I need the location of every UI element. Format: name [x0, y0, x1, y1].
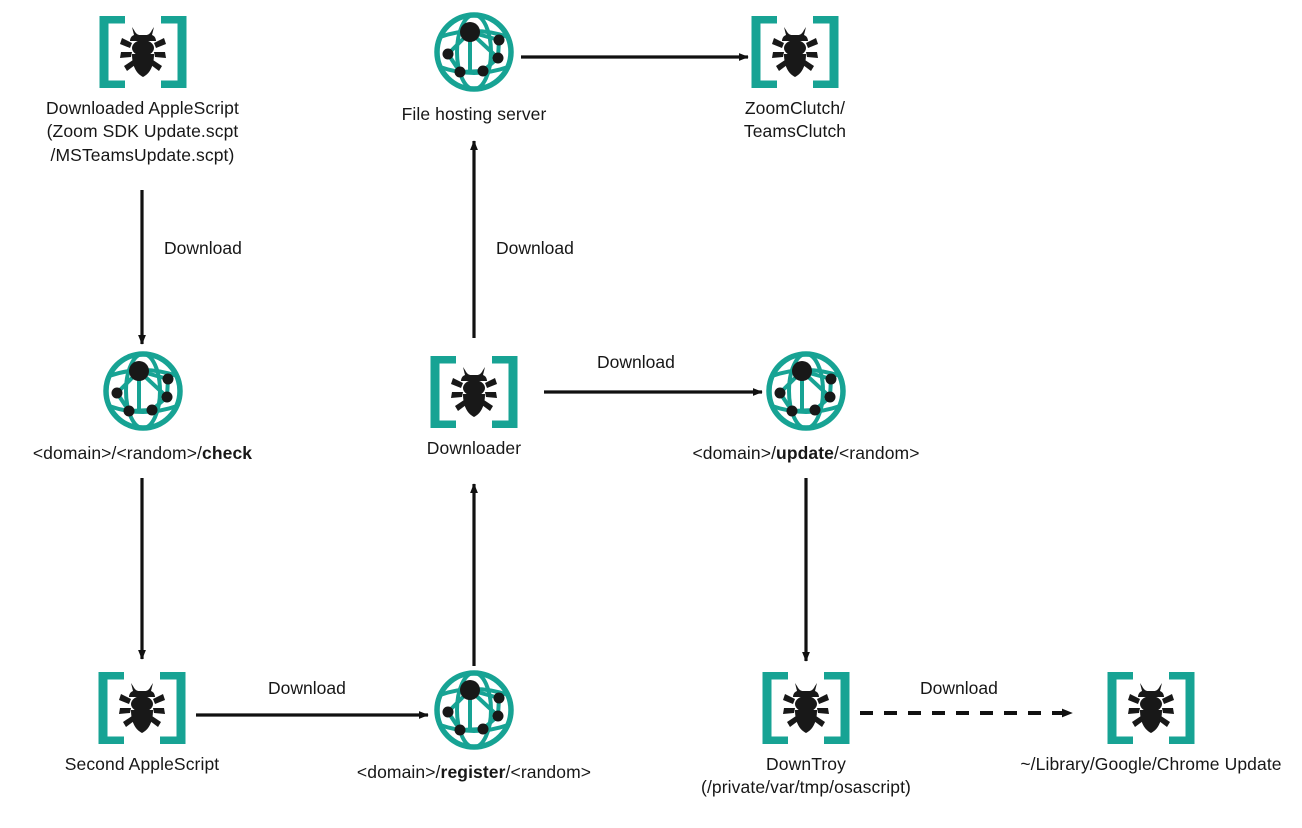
- label-line-1: ZoomClutch/: [744, 98, 846, 118]
- label-emphasis: register: [440, 762, 506, 782]
- bug-bracket-icon: [428, 354, 520, 430]
- bug-bracket-icon: [749, 14, 841, 90]
- bug-bracket-icon: [1105, 670, 1197, 746]
- node-label-domain-update-random: <domain>/update/<random>: [692, 442, 919, 465]
- edge-label-download-2: Download: [496, 238, 574, 258]
- node-file-hosting-server[interactable]: File hosting server: [379, 10, 569, 126]
- node-domain-register-random[interactable]: <domain>/register/<random>: [332, 668, 616, 784]
- label-suffix: /<random>: [505, 762, 592, 782]
- label-line-3: /MSTeamsUpdate.scpt): [50, 144, 235, 165]
- node-zoomclutch-teamsclutch[interactable]: ZoomClutch/TeamsClutch: [700, 14, 890, 144]
- node-label-file-hosting-server: File hosting server: [401, 104, 547, 124]
- node-second-applescript[interactable]: Second AppleScript: [47, 670, 237, 776]
- edge-label-download-3: Download: [597, 352, 675, 372]
- label-prefix: <domain>/<random>/: [32, 443, 202, 463]
- network-globe-icon: [432, 668, 516, 752]
- node-label-downloader: Downloader: [426, 438, 522, 458]
- node-label-zoomclutch-teamsclutch: ZoomClutch/TeamsClutch: [744, 97, 846, 144]
- network-globe-icon: [764, 349, 848, 433]
- node-downloaded-applescript[interactable]: Downloaded AppleScript (Zoom SDK Update.s…: [0, 14, 285, 167]
- node-label-chrome-update-path: ~/Library/Google/Chrome Update: [1020, 754, 1282, 774]
- label-line-1: Downloaded AppleScript: [46, 98, 239, 118]
- network-globe-icon: [432, 10, 516, 94]
- bug-bracket-icon: [97, 14, 189, 90]
- bug-bracket-icon: [760, 670, 852, 746]
- edge-label-download-1: Download: [164, 238, 242, 258]
- edge-label-download-4: Download: [268, 678, 346, 698]
- label-emphasis: update: [776, 443, 835, 463]
- node-domain-random-check[interactable]: <domain>/<random>/check: [14, 349, 271, 465]
- label-line-2: (/private/var/tmp/osascript): [701, 777, 911, 798]
- label-line-2: (Zoom SDK Update.scpt: [46, 121, 239, 142]
- node-chrome-update-path[interactable]: ~/Library/Google/Chrome Update: [1000, 670, 1302, 776]
- node-downloader[interactable]: Downloader: [379, 354, 569, 460]
- edge-label-download-5: Download: [920, 678, 998, 698]
- label-suffix: /<random>: [834, 443, 920, 463]
- node-downtroy[interactable]: DownTroy (/private/var/tmp/osascript): [664, 670, 948, 800]
- label-prefix: <domain>/: [356, 762, 441, 782]
- node-label-downloaded-applescript: Downloaded AppleScript (Zoom SDK Update.s…: [46, 97, 239, 167]
- label-emphasis: check: [202, 443, 253, 463]
- node-label-second-applescript: Second AppleScript: [64, 754, 220, 774]
- label-line-1: DownTroy: [766, 754, 846, 774]
- node-domain-update-random[interactable]: <domain>/update/<random>: [664, 349, 948, 465]
- node-label-domain-register-random: <domain>/register/<random>: [357, 761, 591, 784]
- node-label-domain-random-check: <domain>/<random>/check: [33, 442, 252, 465]
- bug-bracket-icon: [96, 670, 188, 746]
- label-prefix: <domain>/: [692, 443, 777, 463]
- label-line-2: TeamsClutch: [743, 121, 847, 142]
- node-label-downtroy: DownTroy (/private/var/tmp/osascript): [701, 753, 911, 800]
- network-globe-icon: [101, 349, 185, 433]
